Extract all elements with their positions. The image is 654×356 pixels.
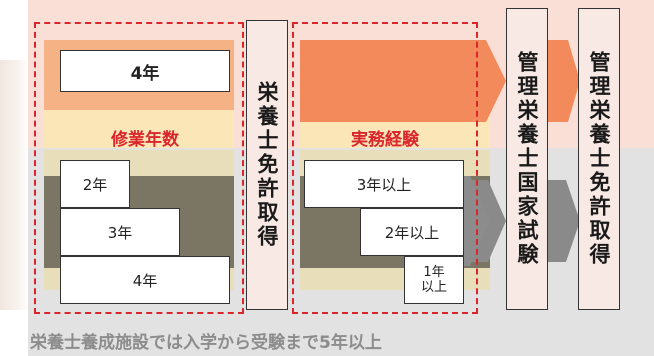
study-4-years: 4年	[60, 256, 230, 304]
study-years-frame	[34, 22, 244, 314]
experience-label: 実務経験	[351, 130, 419, 150]
study-3-years: 3年	[60, 208, 180, 256]
left-yellow-area	[44, 110, 234, 148]
nutritionist-license-box: 栄養士免許取得	[246, 20, 288, 310]
study-years-label: 修業年数	[111, 130, 179, 150]
orange-arrow-1	[300, 40, 506, 122]
experience-3-years: 3年以上	[304, 160, 464, 208]
registered-dietitian-license-box: 管理栄養士免許取得	[578, 8, 620, 310]
experience-frame	[292, 22, 478, 314]
national-exam-box: 管理栄養士国家試験	[506, 8, 548, 310]
four-year-box: 4年	[60, 50, 230, 92]
grey-arrow-2	[546, 180, 580, 262]
study-2-years: 2年	[60, 160, 130, 208]
footer-note: 栄養士養成施設では入学から受験まで5年以上	[30, 333, 382, 353]
experience-2-years: 2年以上	[360, 208, 464, 256]
left-fade-decor	[0, 60, 28, 310]
experience-1-year: 1年 以上	[404, 256, 464, 304]
orange-arrow-2	[546, 40, 580, 122]
